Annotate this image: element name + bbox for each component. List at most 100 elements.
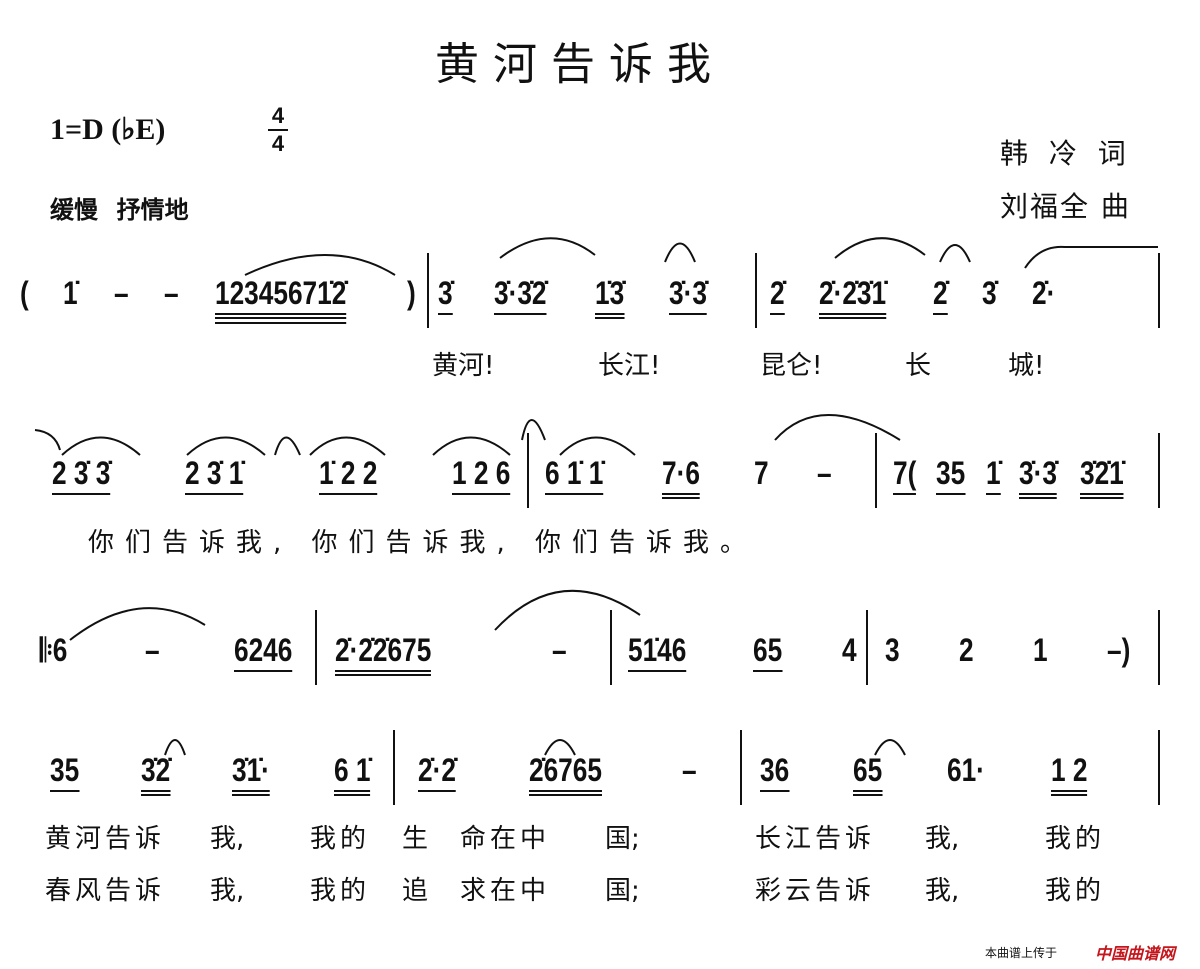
note-group: – [113,275,129,311]
slur [69,607,206,641]
barline [866,610,868,685]
lyric: 国; [605,824,640,854]
slur [34,429,61,451]
tempo-marking: 缓慢 抒情地 [50,197,189,224]
note-group: – [552,632,567,668]
lyric: 我, [210,824,245,854]
slur [834,237,926,259]
note-group: 1 [1032,632,1048,668]
note-group: 3̇ [982,275,997,311]
note-group: 65 [853,752,883,796]
note-group: 2̇6765 [528,752,602,796]
note-group: 3̇·3̇2̇ [493,275,547,315]
note-group: – [144,632,160,668]
lyric: 命在中 [460,824,551,854]
note-group: 1 2 6 [451,455,511,495]
note-group: 7 [753,455,769,491]
lyric: 我的 [1045,824,1106,854]
measure: 36 65 61· 1 2 [760,752,1095,812]
note-group: 2̇·2̇3̇1̇ [819,275,887,319]
lyric: 长江告诉 [755,824,876,854]
note-group: 2̇·2̇2̇675 [335,632,432,676]
note-group: 7( [893,455,917,495]
time-signature-bottom: 4 [271,131,285,156]
note-group: 1̇ 2 2 [318,455,377,495]
slur [499,237,596,259]
lyric: 昆仑! [760,351,823,381]
lyric: 求在中 [460,876,551,906]
slur [664,242,696,263]
note-group: 2̇ [770,275,785,315]
upload-note: 本曲谱上传于 [985,946,1058,960]
barline [875,433,877,508]
measure: 51̇46 65 4 [628,632,860,692]
slur [432,436,511,456]
note-group: 51̇46 [628,632,687,672]
barline [527,433,529,508]
lyric: 追 [402,876,429,906]
note-group: 6 1̇ [333,752,370,796]
site-logo: 中国曲谱网 [1095,946,1176,963]
barline [1158,253,1160,328]
song-title: 黄河告诉我 [435,39,725,90]
note-group: ( [20,275,29,311]
slur [874,739,906,756]
note-group: 6246 [233,632,293,672]
note-group: 𝄆6 [40,632,68,668]
note-group: 3̇·3̇ [1018,455,1057,499]
note-group: 35 [50,752,80,792]
lyric: 生 [402,824,429,854]
note-group: 6 1̇ 1̇ [545,455,604,495]
measure: 𝄆6 – 6246 [40,632,305,692]
lyric: 黄河告诉 [45,824,166,854]
lyricist-credit: 韩 冷 词 [1000,137,1132,170]
lyric: 长江! [598,351,661,381]
slur [774,414,901,441]
note-group: 12345671̇2̇ [214,275,346,324]
lyric: 我的 [310,824,371,854]
note-group: – [682,752,697,788]
lyric: 我, [925,876,960,906]
lyric-line: 你们告诉我, 你们告诉我, 你们告诉我。 [88,528,758,558]
note-group: 65 [752,632,783,672]
note-group: – [817,455,832,491]
barline [393,730,395,805]
measure: 35 3̇2̇ 3̇1̇· 6 1̇ [50,752,378,812]
measure: 2̇2̇·2̇3̇1̇2̇3̇2̇· [770,275,1060,335]
note-group: 2̇·2̇ [418,752,456,792]
note-group: 7·6 [661,455,700,499]
note-group: 2̇ [932,275,948,315]
slur [61,436,141,456]
slur [244,254,396,276]
time-signature-top: 4 [271,103,285,128]
note-group: 36 [760,752,790,792]
note-group: 2 [958,632,974,668]
note-group: 1̇ [63,275,78,311]
note-group: – [164,275,179,311]
note-group: 4 [842,632,857,668]
slur [309,436,386,456]
lyric: 春风告诉 [45,876,166,906]
lyric: 我, [210,876,245,906]
note-group: 3̇1̇· [231,752,270,796]
barline [1158,730,1160,805]
note-group: 3̇2̇ [140,752,171,796]
note-group: 1 2 [1050,752,1087,796]
barline [427,253,429,328]
barline [610,610,612,685]
slur [1024,245,1158,269]
measure: 2̇·2̇ 2̇6765 – [418,752,700,812]
note-group: –) [1106,632,1130,668]
note-group: 2 3̇ 1̇ [185,455,244,495]
slur [939,244,971,263]
barline [315,610,317,685]
note-group: 61· [946,752,985,788]
note-group: 1̇ [986,455,1001,495]
measure: 6 1̇ 1̇ 7·6 7 – [545,455,835,515]
key-signature: 1=D (♭E) [50,113,166,146]
time-signature: 4 4 [268,104,288,156]
